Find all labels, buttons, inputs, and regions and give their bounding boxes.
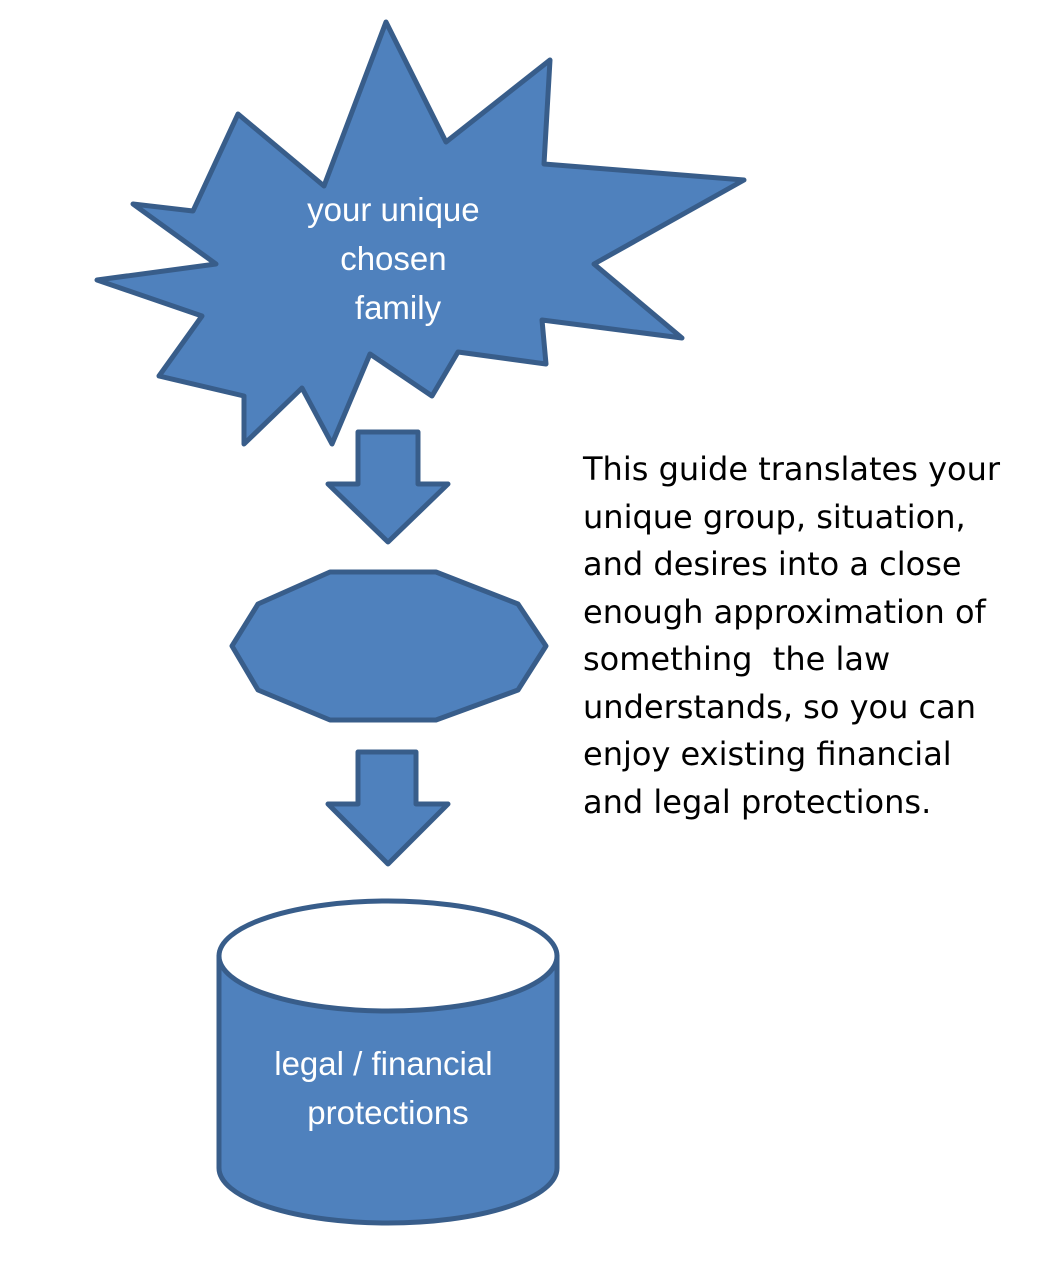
starburst-label-line: chosen <box>340 240 446 277</box>
starburst-label-line: family <box>355 289 442 326</box>
caption-line: enough approximation of <box>583 592 986 631</box>
starburst-shape <box>94 19 747 447</box>
caption-line: and legal protections. <box>583 782 932 821</box>
octagon-shape <box>229 569 549 723</box>
arrow-down-icon <box>325 749 451 867</box>
caption-line: understands, so you can <box>583 687 977 726</box>
caption-line: something the law <box>583 640 891 678</box>
caption-line: This guide translates your <box>583 450 1001 488</box>
translator-node <box>229 569 549 723</box>
arrow-down-icon <box>325 429 451 545</box>
cylinder-node: legal / financial protections <box>216 898 560 1226</box>
caption-line: and desires into a close <box>583 545 962 583</box>
cylinder-top <box>216 898 560 1014</box>
caption-line: enjoy existing financial <box>583 735 952 773</box>
cylinder-label: legal / financial protections <box>274 1045 501 1131</box>
cylinder-label-line: legal / financial <box>274 1045 492 1082</box>
cylinder-label-line: protections <box>307 1094 468 1131</box>
starburst-label: your unique chosen family <box>307 191 489 326</box>
cylinder-body <box>216 953 560 1226</box>
starburst-node: your unique chosen family <box>94 19 747 447</box>
caption-line: unique group, situation, <box>583 497 966 536</box>
starburst-label-line: your unique <box>307 191 479 228</box>
caption-text: This guide translates your unique group, … <box>583 446 1053 826</box>
